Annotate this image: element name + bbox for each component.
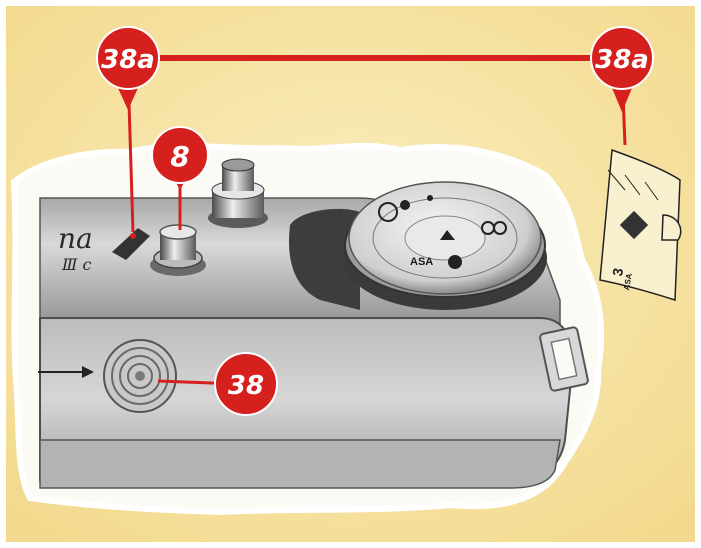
callout-label-38a-left: 38a [101,45,155,75]
callout-label-8: 8 [170,140,189,173]
camera-base-edge [40,440,560,488]
callout-label-38a-right: 38a [595,45,649,75]
self-timer-button[interactable] [104,340,176,412]
brand-engraving: na [58,222,93,255]
callout-badge-38: 38 [214,353,277,415]
lever-red-dot [130,233,136,239]
film-speed-dial-icon[interactable]: ASA [343,182,547,310]
callout-label-38: 38 [228,371,264,401]
dial-asa-label: ASA [410,256,433,268]
model-engraving: Ⅲ c [61,255,92,274]
